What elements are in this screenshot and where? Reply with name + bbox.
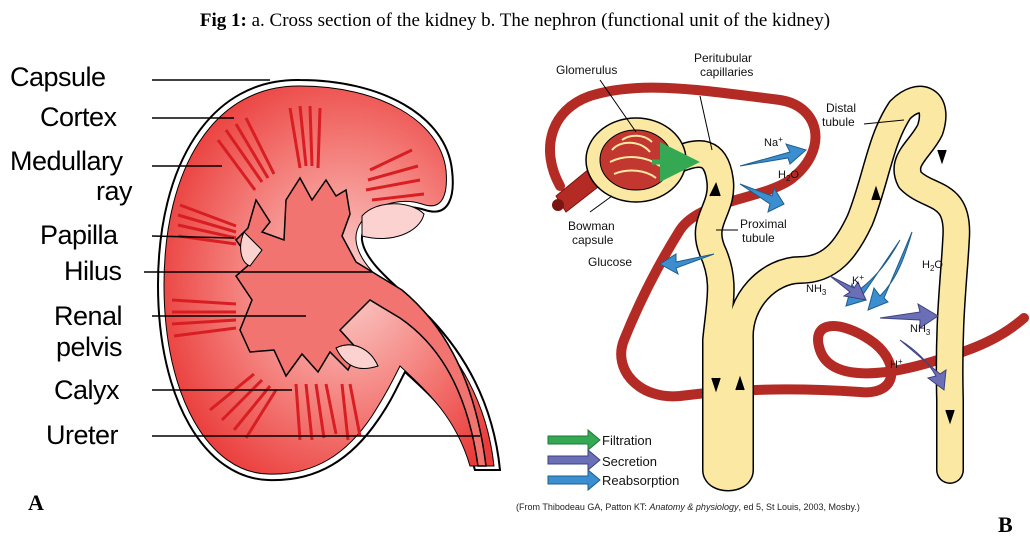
figure-credit: (From Thibodeau GA, Patton KT: Anatomy &… bbox=[516, 502, 860, 512]
label-h2o-distal: H2O bbox=[922, 259, 943, 273]
nephron-legend: Filtration Secretion Reabsorption bbox=[548, 430, 679, 490]
credit-suffix: , ed 5, St Louis, 2003, Mosby.) bbox=[738, 502, 859, 512]
label-na: Na+ bbox=[764, 135, 783, 149]
arteriole-opening bbox=[552, 199, 564, 211]
credit-prefix: (From Thibodeau GA, Patton KT: bbox=[516, 502, 649, 512]
label-proximal-tubule: tubule bbox=[742, 231, 775, 245]
legend-secretion-label: Secretion bbox=[602, 454, 657, 469]
legend-reabsorption-label: Reabsorption bbox=[602, 473, 679, 488]
label-bowman: Bowman bbox=[568, 219, 615, 233]
credit-title: Anatomy & physiology bbox=[649, 502, 738, 512]
label-k: K+ bbox=[852, 273, 864, 287]
label-nh3-b: NH3 bbox=[910, 323, 931, 337]
label-bowman-capsule: capsule bbox=[572, 233, 614, 247]
reabsorption-arrow-h2o-distal bbox=[868, 232, 912, 310]
label-h2o-proximal: H2O bbox=[778, 169, 799, 183]
label-proximal: Proximal bbox=[740, 217, 787, 231]
legend-secretion-arrow bbox=[548, 450, 600, 470]
label-peritubular: Peritubular bbox=[694, 51, 752, 65]
label-nh3-a: NH3 bbox=[806, 283, 827, 297]
label-distal: Distal bbox=[826, 101, 856, 115]
secretion-arrow-nh3-b bbox=[880, 304, 938, 328]
label-glucose: Glucose bbox=[588, 255, 632, 269]
legend-filtration-label: Filtration bbox=[602, 433, 652, 448]
label-glomerulus: Glomerulus bbox=[556, 63, 617, 77]
label-capillaries: capillaries bbox=[700, 65, 753, 79]
label-distal-tubule: tubule bbox=[822, 115, 855, 129]
legend-reabsorption-arrow bbox=[548, 470, 600, 490]
panel-letter-b: B bbox=[998, 512, 1013, 538]
legend-filtration-arrow bbox=[548, 430, 600, 450]
